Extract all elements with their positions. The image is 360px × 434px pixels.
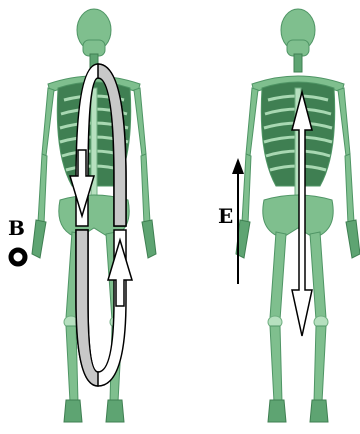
circle-dot-icon bbox=[11, 250, 25, 264]
right-skeleton-figure bbox=[236, 9, 360, 422]
loop-lower-side bbox=[76, 230, 98, 386]
magnetic-field-label: B bbox=[8, 218, 25, 238]
electric-field-label: E bbox=[218, 206, 233, 226]
